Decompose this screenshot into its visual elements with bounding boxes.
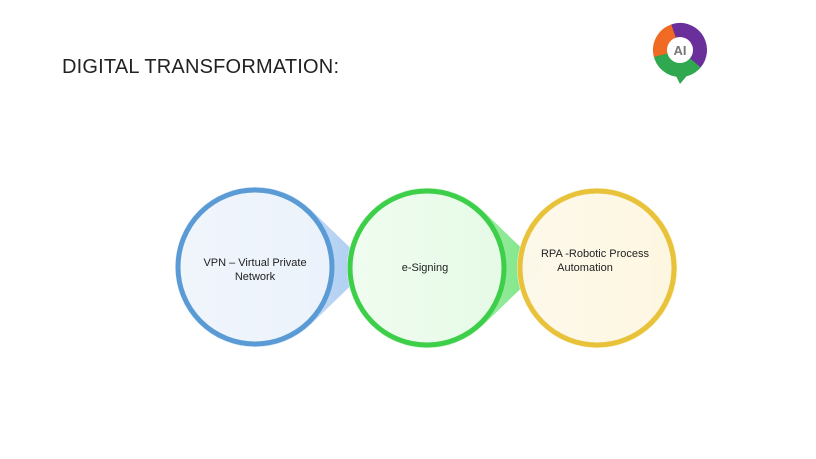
step-label-esigning: e-Signing <box>345 261 505 275</box>
ai-logo: AI <box>653 23 707 84</box>
label-line: e-Signing <box>401 262 449 274</box>
slide-title: DIGITAL TRANSFORMATION: <box>62 56 340 78</box>
svg-text:AI: AI <box>674 43 687 58</box>
label-line: Automation <box>557 262 613 274</box>
step-esigning-circle <box>347 188 507 348</box>
label-line: RPA -Robotic Process <box>540 248 649 260</box>
step-label-rpa: RPA -Robotic Process Automation <box>515 247 675 275</box>
step-label-vpn: VPN – Virtual Private Network <box>175 256 335 284</box>
step-rpa-circle <box>517 188 677 348</box>
label-line: VPN – Virtual Private <box>203 257 307 269</box>
label-line: Network <box>234 271 276 283</box>
step-vpn-circle <box>175 187 335 347</box>
